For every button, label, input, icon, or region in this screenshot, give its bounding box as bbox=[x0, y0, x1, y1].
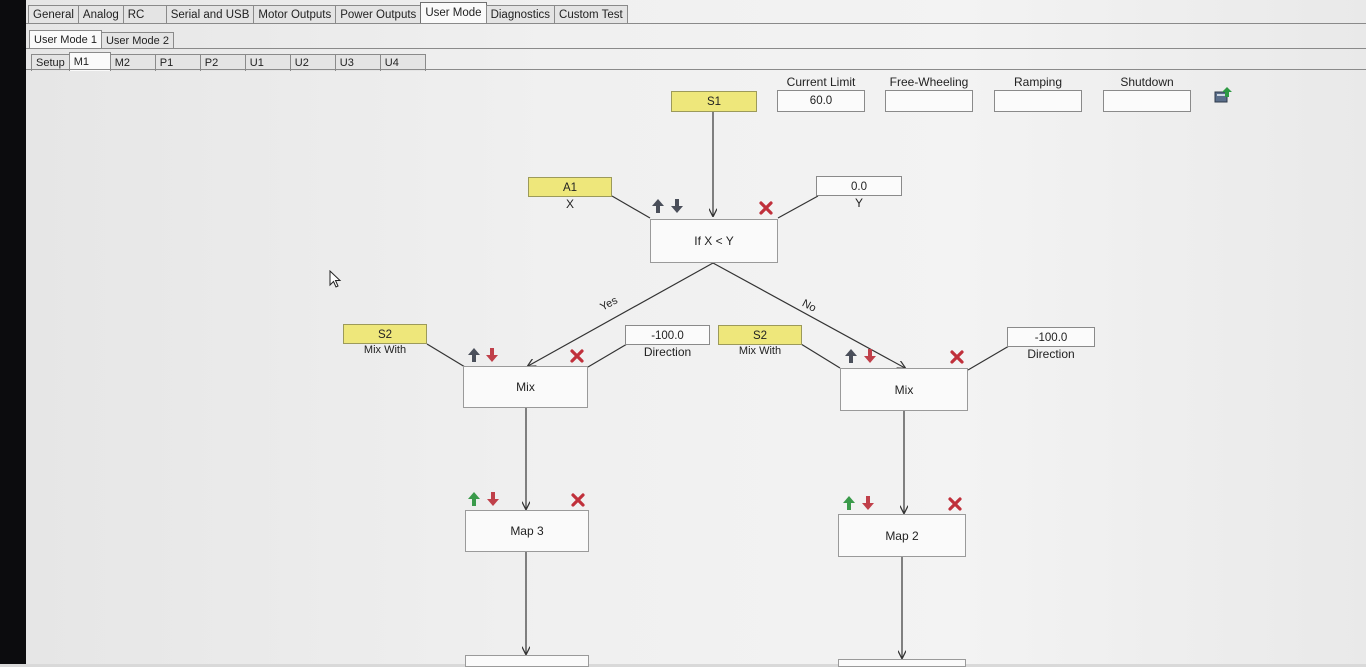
if-y-label: Y bbox=[854, 196, 863, 210]
right-direction-field[interactable]: -100.0 bbox=[1007, 327, 1095, 347]
script-tab-divider bbox=[26, 69, 1366, 70]
move-up-icon[interactable] bbox=[651, 198, 665, 214]
move-down-icon[interactable] bbox=[486, 491, 500, 507]
if-x-label: X bbox=[565, 197, 574, 211]
tab-u2[interactable]: U2 bbox=[289, 54, 336, 71]
right-mix-input[interactable]: S2 bbox=[718, 325, 802, 345]
left-mix-block[interactable]: Mix bbox=[463, 366, 588, 408]
move-down-icon[interactable] bbox=[485, 347, 499, 363]
tab-p1[interactable]: P1 bbox=[154, 54, 201, 71]
map-2-block[interactable]: Map 2 bbox=[838, 514, 966, 557]
mode-tab-divider bbox=[26, 48, 1366, 49]
delete-icon[interactable] bbox=[949, 349, 965, 365]
if-block[interactable]: If X < Y bbox=[650, 219, 778, 263]
tab-serial-usb[interactable]: Serial and USB bbox=[165, 5, 255, 24]
ramping-label: Ramping bbox=[1013, 75, 1063, 89]
tab-u3[interactable]: U3 bbox=[334, 54, 381, 71]
tab-motor-outputs[interactable]: Motor Outputs bbox=[253, 5, 337, 24]
user-mode-tab-bar: User Mode 1 User Mode 2 bbox=[29, 30, 174, 49]
free-wheeling-field[interactable] bbox=[885, 90, 973, 112]
right-mix-block[interactable]: Mix bbox=[840, 368, 968, 411]
main-tab-bar: General Analog RC Serial and USB Motor O… bbox=[28, 2, 628, 24]
delete-icon[interactable] bbox=[570, 492, 586, 508]
right-mix-with-label: Mix With bbox=[738, 345, 782, 357]
mouse-cursor-icon bbox=[329, 270, 342, 288]
left-mix-input[interactable]: S2 bbox=[343, 324, 427, 344]
tab-general[interactable]: General bbox=[28, 5, 79, 24]
tab-user-mode[interactable]: User Mode bbox=[420, 2, 487, 24]
next-block-right[interactable] bbox=[838, 659, 966, 667]
map-3-block[interactable]: Map 3 bbox=[465, 510, 589, 552]
wire-right-direction bbox=[967, 345, 1010, 371]
tab-user-mode-2[interactable]: User Mode 2 bbox=[100, 32, 174, 49]
left-mix-with-label: Mix With bbox=[363, 344, 407, 356]
left-direction-field[interactable]: -100.0 bbox=[625, 325, 710, 345]
tab-rc[interactable]: RC bbox=[122, 5, 167, 24]
export-icon[interactable] bbox=[1213, 86, 1233, 104]
move-down-icon[interactable] bbox=[861, 495, 875, 511]
move-up-icon[interactable] bbox=[467, 491, 481, 507]
tab-power-outputs[interactable]: Power Outputs bbox=[335, 5, 422, 24]
current-limit-label: Current Limit bbox=[786, 75, 856, 89]
free-wheeling-label: Free-Wheeling bbox=[889, 75, 969, 89]
wire-no bbox=[712, 262, 905, 368]
tab-custom-test[interactable]: Custom Test bbox=[554, 5, 628, 24]
ramping-field[interactable] bbox=[994, 90, 1082, 112]
wire-x-to-if bbox=[611, 195, 651, 219]
next-block-left[interactable] bbox=[465, 655, 589, 667]
tab-user-mode-1[interactable]: User Mode 1 bbox=[29, 30, 102, 49]
delete-icon[interactable] bbox=[758, 200, 774, 216]
current-limit-field[interactable]: 60.0 bbox=[777, 90, 865, 112]
move-up-icon[interactable] bbox=[842, 495, 856, 511]
wire-left-mixwith bbox=[426, 343, 466, 368]
move-down-icon[interactable] bbox=[863, 348, 877, 364]
move-up-icon[interactable] bbox=[467, 347, 481, 363]
shutdown-label: Shutdown bbox=[1120, 75, 1174, 89]
move-up-icon[interactable] bbox=[844, 348, 858, 364]
delete-icon[interactable] bbox=[569, 348, 585, 364]
left-direction-label: Direction bbox=[643, 345, 692, 359]
tab-setup[interactable]: Setup bbox=[31, 54, 70, 71]
delete-icon[interactable] bbox=[947, 496, 963, 512]
main-tab-divider bbox=[26, 23, 1366, 24]
move-down-icon[interactable] bbox=[670, 198, 684, 214]
tab-m2[interactable]: M2 bbox=[109, 54, 156, 71]
tab-u4[interactable]: U4 bbox=[379, 54, 426, 71]
wire-yes bbox=[528, 262, 714, 366]
s1-input[interactable]: S1 bbox=[671, 91, 757, 112]
wire-left-direction bbox=[587, 343, 628, 368]
wire-y-to-if bbox=[777, 195, 819, 219]
wire-right-mixwith bbox=[800, 343, 841, 369]
script-tab-bar: Setup M1 M2 P1 P2 U1 U2 U3 U4 bbox=[31, 52, 426, 71]
shutdown-field[interactable] bbox=[1103, 90, 1191, 112]
monitor-bezel bbox=[0, 0, 26, 664]
if-y-field[interactable]: 0.0 bbox=[816, 176, 902, 196]
tab-diagnostics[interactable]: Diagnostics bbox=[485, 5, 556, 24]
tab-m1[interactable]: M1 bbox=[68, 52, 111, 71]
if-x-input[interactable]: A1 bbox=[528, 177, 612, 197]
right-direction-label: Direction bbox=[1027, 347, 1075, 361]
